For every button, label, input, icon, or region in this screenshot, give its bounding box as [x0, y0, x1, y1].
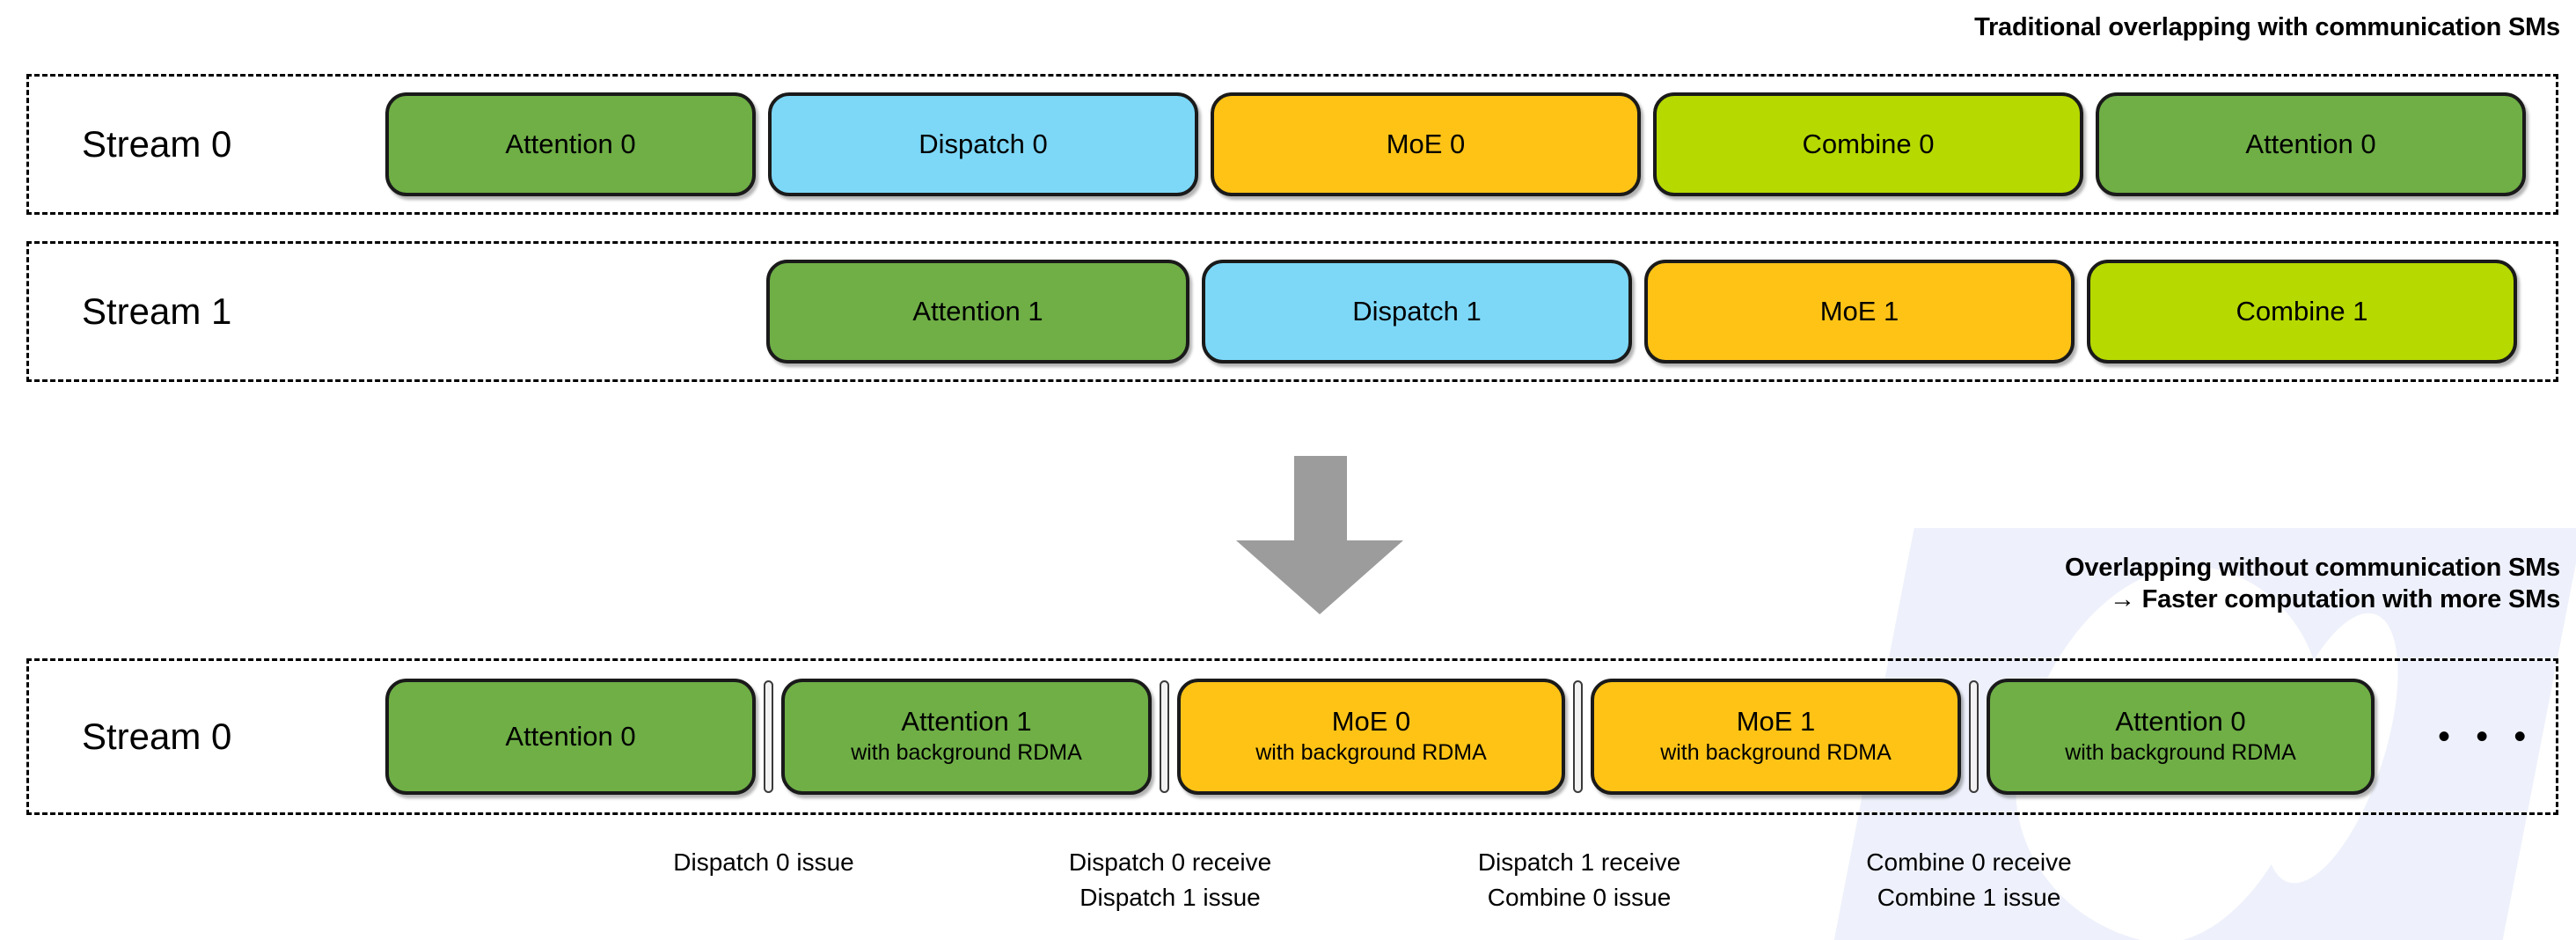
caption-bottom-line-1: Overlapping without communication SMs [2065, 554, 2560, 582]
lane-label-stream-0-bottom: Stream 0 [82, 716, 232, 757]
lane-label-stream-1: Stream 1 [82, 290, 232, 332]
op-block-subtitle: with background RDMA [1660, 740, 1892, 766]
op-block-subtitle: with background RDMA [851, 740, 1082, 766]
stream-lane-1: Stream 1 Attention 1 Dispatch 1 MoE 1 Combi… [26, 241, 2558, 382]
annotation-line-1: Dispatch 0 issue [673, 848, 854, 876]
op-block-moe-1-2[interactable]: MoE 1 [1644, 260, 2075, 364]
op-block-title: Attention 1 [912, 295, 1043, 327]
op-block-subtitle: with background RDMA [2065, 740, 2296, 766]
op-block-title: MoE 1 [1819, 295, 1899, 327]
annotation-combine-0-receive: Combine 0 receive Combine 1 issue [1866, 845, 2071, 915]
annotation-dispatch-0-issue: Dispatch 0 issue [673, 845, 853, 880]
annotation-line-1: Dispatch 0 receive [1068, 848, 1272, 876]
op-block-attention-0-0[interactable]: Attention 0 [385, 92, 756, 196]
annotation-dispatch-0-receive: Dispatch 0 receive Dispatch 1 issue [1069, 845, 1271, 915]
op-block-moe-0-2[interactable]: MoE 0 [1211, 92, 1641, 196]
annotation-line-2: Combine 1 issue [1877, 883, 2061, 911]
op-block-title: Dispatch 1 [1352, 295, 1482, 327]
arrow-head [1236, 540, 1403, 614]
op-block-title: Combine 0 [1802, 128, 1935, 159]
op-block-title: Attention 1 [901, 706, 1032, 738]
op-block-title: MoE 1 [1736, 706, 1816, 738]
arrow-shaft [1294, 456, 1347, 544]
op-block-attention-1-0[interactable]: Attention 1 [766, 260, 1189, 364]
op-block-title: MoE 0 [1386, 128, 1466, 159]
block-track-0: Attention 0 Dispatch 0 MoE 0 Combine 0 Atten… [385, 92, 2526, 196]
caption-top-line: Traditional overlapping with communicati… [1974, 13, 2560, 41]
op-block-attention-2-0[interactable]: Attention 0 [385, 679, 756, 795]
ellipsis-indicator: • • • [2438, 717, 2535, 756]
op-block-combine-0-3[interactable]: Combine 0 [1653, 92, 2083, 196]
op-block-combine-1-3[interactable]: Combine 1 [2087, 260, 2517, 364]
block-track-1: Attention 1 Dispatch 1 MoE 1 Combine 1 [766, 260, 2517, 364]
block-separator [764, 680, 773, 793]
op-block-title: Attention 0 [2245, 128, 2376, 159]
caption-overlapping-without-comm-sms: Overlapping without communication SMs → … [2065, 553, 2560, 616]
op-block-title: Attention 0 [505, 128, 636, 159]
op-block-dispatch-0-1[interactable]: Dispatch 0 [768, 92, 1198, 196]
caption-bottom-line-2: → Faster computation with more SMs [2109, 584, 2560, 613]
block-separator [1573, 680, 1583, 793]
annotation-dispatch-1-receive: Dispatch 1 receive Combine 0 issue [1478, 845, 1680, 915]
annotation-line-2: Combine 0 issue [1487, 883, 1672, 911]
op-block-title: Dispatch 0 [918, 128, 1048, 159]
op-block-title: MoE 0 [1331, 706, 1411, 738]
lane-label-stream-0: Stream 0 [82, 123, 232, 165]
caption-traditional-overlapping: Traditional overlapping with communicati… [1974, 12, 2560, 44]
block-separator [1160, 680, 1169, 793]
stream-lane-0: Stream 0 Attention 0 Dispatch 0 MoE 0 Combi… [26, 74, 2558, 215]
down-arrow-icon [1236, 456, 1403, 614]
annotation-line-1: Combine 0 receive [1866, 848, 2072, 876]
annotation-line-2: Dispatch 1 issue [1079, 883, 1261, 911]
op-block-dispatch-1-1[interactable]: Dispatch 1 [1202, 260, 1632, 364]
annotation-line-1: Dispatch 1 receive [1477, 848, 1681, 876]
block-separator [1969, 680, 1979, 793]
op-block-title: Combine 1 [2236, 295, 2368, 327]
op-block-subtitle: with background RDMA [1255, 740, 1487, 766]
op-block-attention-0-4[interactable]: Attention 0 [2096, 92, 2526, 196]
op-block-title: Attention 0 [2115, 706, 2246, 738]
op-block-title: Attention 0 [505, 720, 636, 752]
